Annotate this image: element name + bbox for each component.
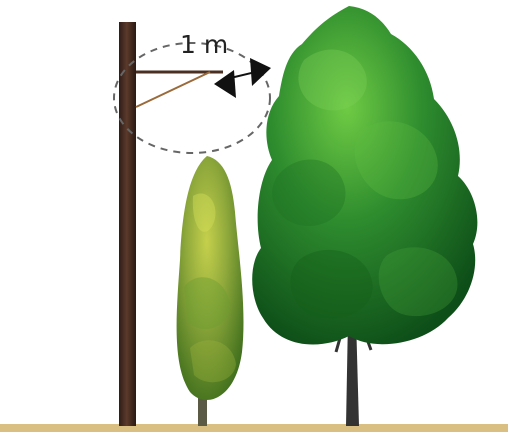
ground-strip (0, 424, 508, 432)
broadleaf-tree (252, 6, 477, 426)
poplar-tree (177, 156, 244, 426)
clearance-distance-label: 1 m (180, 30, 228, 60)
distance-arrow (214, 58, 271, 98)
